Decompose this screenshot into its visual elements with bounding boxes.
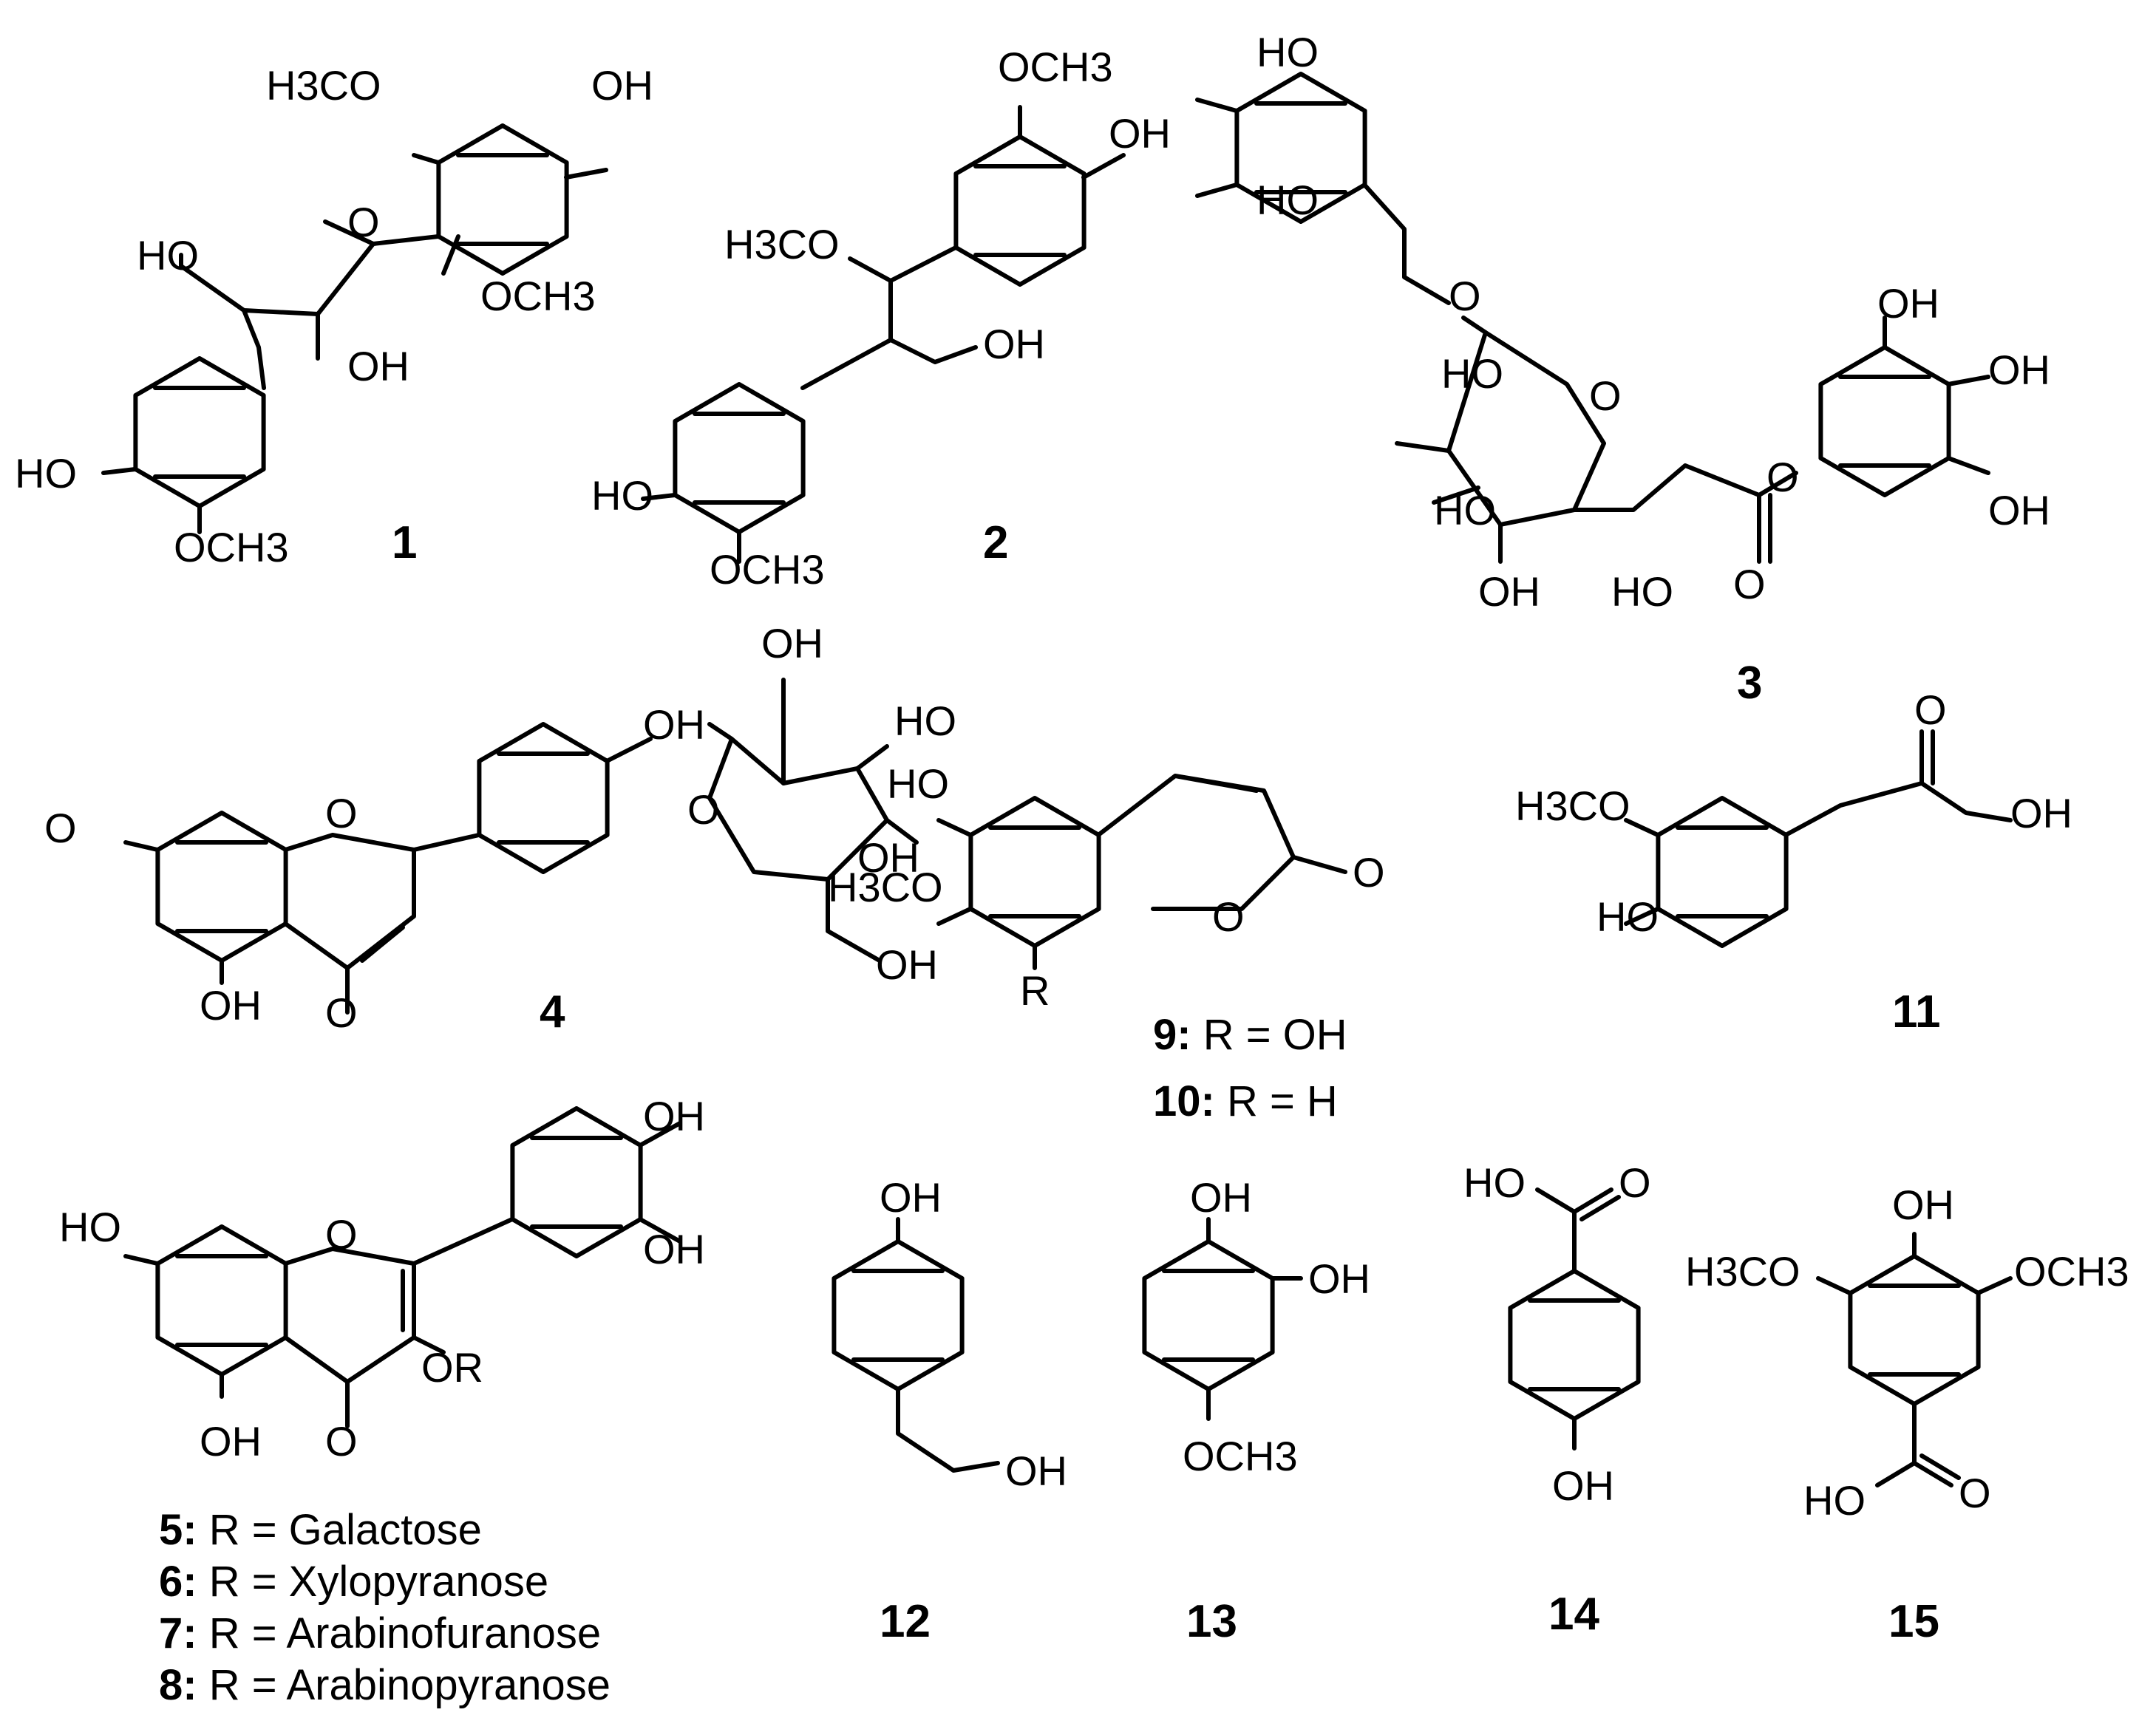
compound-3-label-9: OH xyxy=(1988,487,2050,534)
compound-12-label-0: OH xyxy=(880,1174,942,1221)
compound-3-number: 3 xyxy=(1737,658,1762,709)
compound-14-structure: HO O OH 14 xyxy=(1463,1159,1651,1640)
compound-4-label-8: O xyxy=(325,989,358,1036)
compound-3-label-11: OH xyxy=(1478,568,1540,615)
compound-2-structure: OCH3 OH H3CO OH HO OCH3 2 xyxy=(591,44,1171,593)
compound-3-label-6: OH xyxy=(1988,347,2050,393)
caption-compound-9: 9: R = OH xyxy=(1153,1011,1347,1059)
compound-1-label-3: O xyxy=(347,199,380,245)
compound-15-label-2: OCH3 xyxy=(2014,1248,2129,1295)
compound-9-structure: HO H3CO O O R xyxy=(828,760,1385,1014)
compound-4-label-2: OH xyxy=(643,701,705,748)
compound-4-label-7: OH xyxy=(200,982,262,1029)
compound-3-label-8: O xyxy=(1766,454,1799,500)
compound-13-label-1: OH xyxy=(1308,1255,1370,1302)
compound-14-number: 14 xyxy=(1548,1589,1599,1640)
compound-5-label-5: OH xyxy=(200,1418,262,1465)
caption-compound-6: 6: R = Xylopyranose xyxy=(159,1558,548,1606)
compound-4-label-1: O xyxy=(325,790,358,836)
compound-15-label-4: O xyxy=(1959,1470,1991,1516)
compound-5-label-4: OR xyxy=(421,1344,483,1391)
compound-9-label-3: O xyxy=(1353,849,1385,896)
compound-2-number: 2 xyxy=(983,517,1008,568)
compound-15-label-3: HO xyxy=(1803,1477,1866,1524)
compound-1-number: 1 xyxy=(392,517,417,568)
compound-2-label-4: HO xyxy=(591,472,653,519)
compound-13-label-0: OH xyxy=(1190,1174,1252,1221)
compound-12-number: 12 xyxy=(880,1596,931,1647)
caption-compound-10: 10: R = H xyxy=(1153,1077,1338,1125)
caption-compound-5: 5: R = Galactose xyxy=(159,1506,482,1554)
compound-4-label-4: O xyxy=(44,805,77,851)
compound-1-structure: H3CO OH HO O OCH3 OH HO OCH3 1 xyxy=(15,62,653,570)
compound-1-label-7: OCH3 xyxy=(174,524,289,570)
compound-2-label-5: OCH3 xyxy=(710,546,825,593)
compound-15-structure: OH H3CO OCH3 HO O 15 xyxy=(1685,1182,2129,1647)
compound-13-label-2: OCH3 xyxy=(1183,1433,1298,1479)
compound-11-label-1: H3CO xyxy=(1515,783,1630,829)
compound-3-label-10: HO xyxy=(1611,568,1673,615)
compound-4-label-9: OH xyxy=(876,941,938,988)
compound-3-label-12: O xyxy=(1733,561,1766,607)
compound-9-label-1: H3CO xyxy=(828,864,943,910)
compound-1-label-4: OCH3 xyxy=(480,273,596,319)
compound-2-label-2: H3CO xyxy=(724,221,840,267)
compound-11-label-0: O xyxy=(1914,686,1947,733)
compound-15-number: 15 xyxy=(1888,1596,1939,1647)
caption-compound-7: 7: R = Arabinofuranose xyxy=(159,1609,601,1657)
compound-3-structure: HO HO O OH HO O OH HO O OH HO OH O 3 xyxy=(1195,29,2050,709)
compound-2-label-0: OCH3 xyxy=(998,44,1113,90)
compound-2-label-3: OH xyxy=(983,321,1045,367)
compound-4-label-5: O xyxy=(687,786,720,833)
compound-14-label-0: HO xyxy=(1463,1159,1526,1206)
compound-4-structure: OH O OH HO O O OH OH O OH 4 xyxy=(44,620,956,1037)
compound-4-label-3: HO xyxy=(894,698,956,744)
compound-1-label-0: H3CO xyxy=(266,62,381,109)
compound-11-number: 11 xyxy=(1892,986,1941,1037)
compound-5-label-6: O xyxy=(325,1418,358,1465)
compound-9-label-2: O xyxy=(1212,893,1245,940)
compound-15-label-0: OH xyxy=(1892,1182,1954,1228)
compound-4-label-0: OH xyxy=(761,620,823,667)
compound-3-label-1: HO xyxy=(1256,177,1319,223)
compound-5-structure: OH HO O OH OR OH O xyxy=(59,1093,705,1465)
compound-3-label-7: HO xyxy=(1434,487,1496,534)
compound-12-structure: OH OH 12 xyxy=(834,1174,1067,1647)
compound-5-label-2: O xyxy=(325,1211,358,1258)
compound-11-label-2: OH xyxy=(2010,790,2072,836)
compound-5-label-1: HO xyxy=(59,1204,121,1250)
caption-compound-8: 8: R = Arabinopyranose xyxy=(159,1661,611,1709)
compound-4-number: 4 xyxy=(540,986,565,1037)
compound-1-label-2: HO xyxy=(137,232,199,279)
compound-9-label-0: HO xyxy=(887,760,949,807)
compound-15-label-1: H3CO xyxy=(1685,1248,1800,1295)
compound-5-label-0: OH xyxy=(643,1093,705,1139)
compound-9-label-4: R xyxy=(1020,967,1050,1014)
compound-13-number: 13 xyxy=(1186,1596,1237,1647)
compound-12-label-1: OH xyxy=(1005,1448,1067,1494)
compound-1-label-1: OH xyxy=(591,62,653,109)
compound-3-label-5: O xyxy=(1589,372,1622,419)
compound-4-label-6: OH xyxy=(857,834,919,881)
compound-11-label-3: HO xyxy=(1596,893,1659,940)
compound-2-label-1: OH xyxy=(1109,110,1171,157)
compound-11-structure: O H3CO OH HO 11 xyxy=(1515,686,2072,1037)
compound-5-label-3: OH xyxy=(643,1226,705,1272)
compound-13-structure: OH OH OCH3 13 xyxy=(1144,1174,1370,1647)
compound-3-label-2: O xyxy=(1449,273,1481,319)
compound-3-label-0: HO xyxy=(1256,29,1319,75)
compound-3-label-4: HO xyxy=(1441,350,1503,397)
compound-14-label-2: OH xyxy=(1552,1462,1614,1509)
compound-1-label-6: HO xyxy=(15,450,77,497)
compound-14-label-1: O xyxy=(1619,1159,1651,1206)
compound-1-label-5: OH xyxy=(347,343,409,389)
compound-3-label-3: OH xyxy=(1877,280,1939,327)
